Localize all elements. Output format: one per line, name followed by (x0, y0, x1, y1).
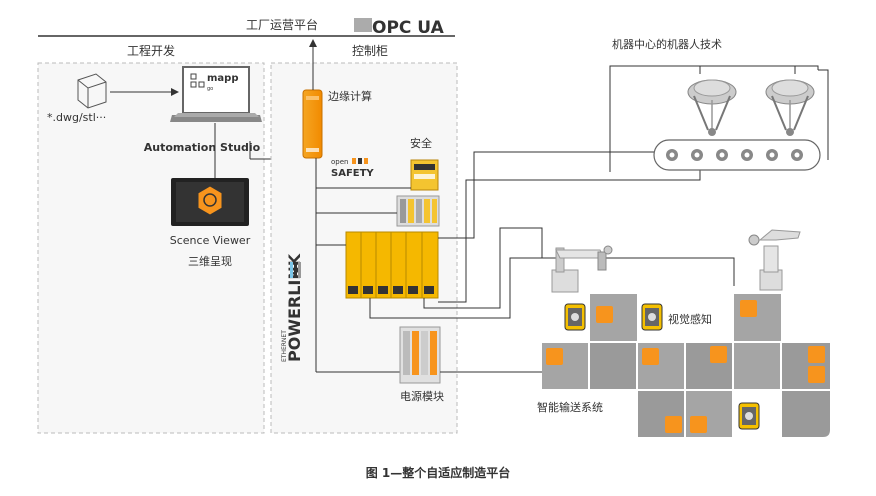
cube-file-icon (77, 73, 107, 109)
edge-computing-device (302, 89, 323, 159)
opcua-label: OPC UA (372, 18, 445, 38)
vision-camera-2 (641, 303, 663, 331)
scara-robot (551, 245, 613, 293)
file-label: *.dwg/stl··· (47, 111, 106, 124)
svg-text:POWERLINK: POWERLINK (285, 253, 304, 362)
platform-label: 工厂运营平台 (246, 17, 318, 32)
robot-center-label: 机器中心的机器人技术 (612, 37, 722, 51)
control-wiring (369, 151, 735, 373)
opcua-logo: OPC UA (354, 18, 445, 38)
articulated-robot (748, 229, 801, 291)
automation-studio-label: Automation Studio (144, 141, 261, 154)
delta-robot-1 (687, 79, 737, 136)
edge-label: 边缘计算 (328, 89, 372, 103)
scene-viewer-sub: 三维呈现 (188, 255, 232, 268)
svg-text:go: go (207, 86, 213, 92)
svg-text:open: open (331, 158, 348, 166)
scene-viewer-monitor (171, 178, 249, 226)
powerlink-logo: POWERLINK (285, 253, 304, 362)
io-module-stack (396, 195, 440, 227)
svg-text:SAFETY: SAFETY (331, 168, 374, 179)
engineering-label: 工程开发 (127, 43, 175, 58)
top-platform-bar: 工厂运营平台 OPC UA (38, 17, 455, 38)
powerlink-small: ETHERNET (281, 330, 288, 362)
open-safety-logo: open SAFETY (331, 158, 374, 179)
vision-label: 视觉感知 (668, 312, 712, 326)
vision-camera-3 (738, 402, 760, 430)
power-module (399, 326, 441, 384)
safety-module (410, 159, 439, 191)
delta-robot-frame (609, 65, 829, 172)
figure-caption: 图 1—整个自适应制造平台 (366, 465, 511, 480)
vision-camera-1 (564, 303, 586, 331)
delta-robot-2 (765, 79, 815, 136)
power-label: 电源模块 (400, 389, 444, 403)
conveyor-label: 智能输送系统 (537, 400, 603, 414)
engineering-box (37, 62, 265, 434)
scene-viewer-label: Scence Viewer (170, 234, 251, 247)
drive-modules (345, 231, 439, 299)
safety-label: 安全 (410, 136, 432, 150)
laptop-icon (170, 66, 262, 122)
orange-movers (546, 300, 825, 433)
conveyor-belt (653, 139, 821, 171)
mapp-label: mapp (207, 73, 238, 84)
cabinet-label: 控制柜 (352, 44, 388, 58)
